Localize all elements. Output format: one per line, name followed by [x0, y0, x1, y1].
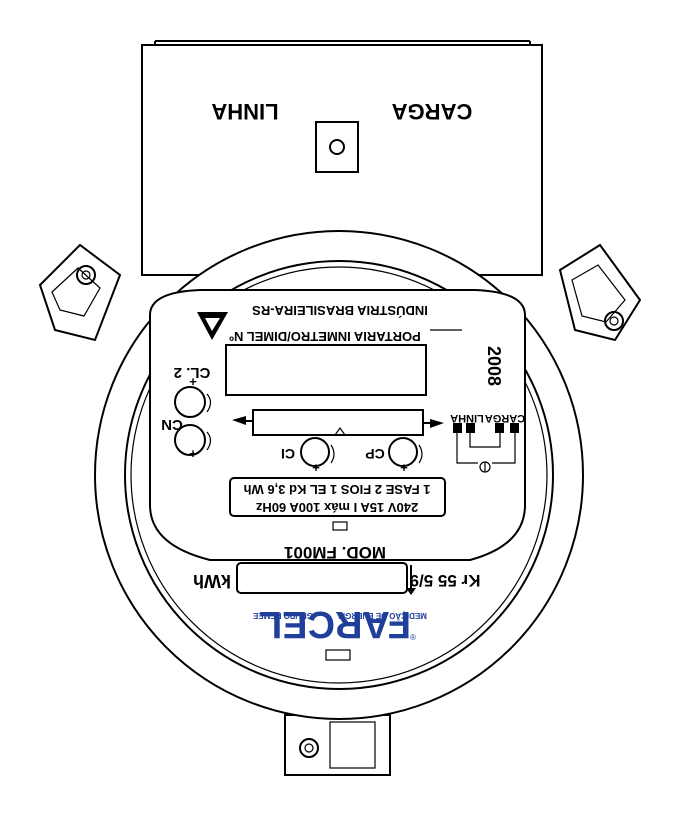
register-unit: kWh — [193, 571, 231, 591]
cover-load-label: CARGA — [392, 99, 473, 124]
cp-adjust — [388, 437, 418, 467]
right-mounting-ear — [558, 243, 642, 342]
brand-tagline-left: GRUPO REMEE — [252, 611, 313, 620]
bottom-tab-screw-icon — [299, 738, 319, 758]
manufacturer-line: INDÚSTRIA BRASILEIRA-RS — [252, 303, 428, 318]
brand-tagline-right: MEDIÇÃO DE ENERGIA — [337, 611, 427, 620]
cn-label: CN — [161, 416, 183, 433]
register-constant: Kr 55 5/9 — [410, 571, 481, 590]
spec-row-1: 1 FASE 2 FIOS 1 EL Kd 3,6 Wh — [244, 482, 431, 497]
cover-screw-hole-icon — [329, 139, 345, 155]
svg-text:+: + — [312, 460, 320, 475]
rotor-window — [232, 409, 444, 436]
svg-text:+: + — [189, 446, 197, 461]
wiring-diagram — [453, 423, 519, 473]
spec-plate — [229, 477, 446, 517]
cover-line-label: LINHA — [211, 99, 278, 124]
svg-text:+: + — [400, 460, 408, 475]
ci-adjust — [300, 437, 330, 467]
accuracy-class: CL. 2 — [174, 364, 211, 381]
cn-adjust-upper — [174, 386, 206, 418]
ci-label: CI — [281, 446, 295, 462]
wiring-load-label: CARGA — [485, 412, 525, 424]
approval-line: PORTARIA INMETRO/DIMEL Nº — [229, 329, 421, 344]
left-ear-screw-icon — [76, 265, 96, 285]
year-digits: 2008 — [484, 346, 504, 386]
brand-name: FARCEL — [259, 603, 411, 645]
spec-row-2: 240V 15A I máx 100A 60Hz — [255, 500, 418, 515]
bottom-mounting-tab — [284, 714, 391, 776]
display-window — [225, 344, 427, 396]
register-window — [236, 562, 408, 594]
svg-text:®: ® — [410, 633, 416, 642]
right-ear-screw-icon — [604, 311, 624, 331]
approval-mark-icon — [197, 312, 228, 340]
model-label: MOD. FM001 — [284, 543, 386, 562]
left-mounting-ear — [38, 243, 122, 342]
wiring-line-label: LINHA — [450, 412, 484, 424]
cn-adjust-lower — [174, 424, 206, 456]
svg-text:+: + — [189, 374, 197, 389]
cp-label: CP — [365, 446, 384, 462]
